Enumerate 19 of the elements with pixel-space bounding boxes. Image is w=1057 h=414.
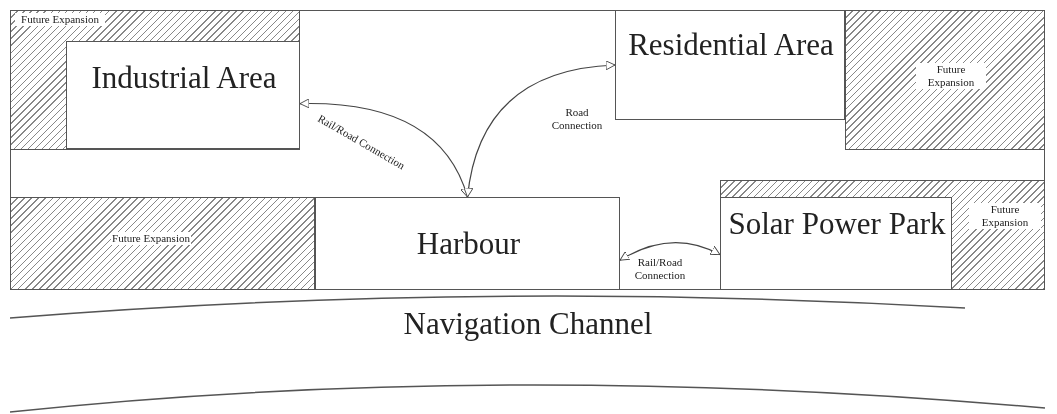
area-name: Navigation Channel (402, 306, 654, 342)
area-name: Industrial Area (90, 60, 278, 96)
expansion-zone (10, 10, 300, 150)
area-name: Solar Power Park (727, 206, 947, 242)
area-name: Residential Area (627, 27, 835, 63)
area-name: Harbour (415, 226, 522, 262)
zone-label: Future Expansion (111, 232, 191, 246)
connection-arrow (463, 60, 616, 198)
expansion-zone (845, 10, 1045, 150)
expansion-zone (720, 180, 1045, 290)
area-box (720, 197, 952, 290)
zone-label: Future Expansion (969, 203, 1041, 230)
zone-label: Future Expansion (15, 13, 105, 27)
area-box (66, 41, 300, 149)
zone-label: Future Expansion (916, 63, 986, 90)
area-box (315, 197, 620, 290)
connection-arrow (619, 242, 721, 261)
area-box (615, 10, 845, 120)
expansion-zone (10, 197, 315, 290)
